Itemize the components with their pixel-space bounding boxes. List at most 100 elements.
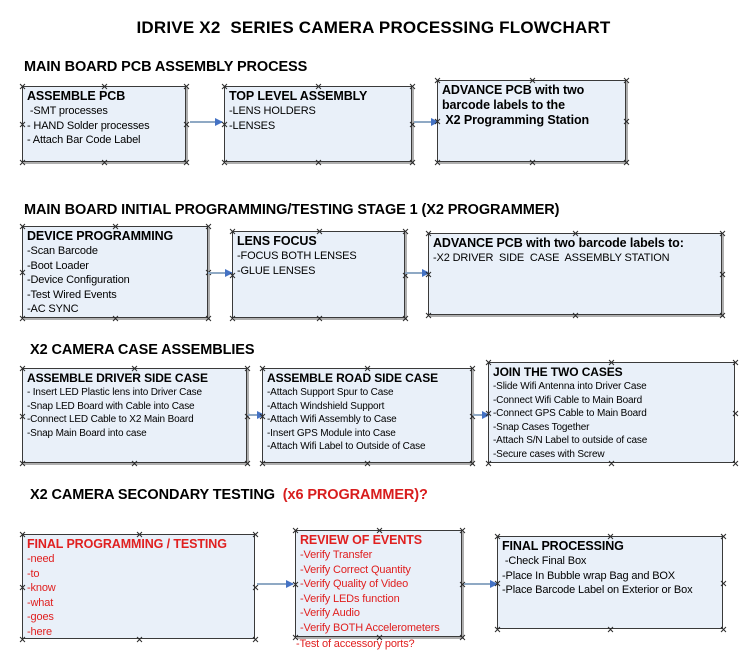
node-join-the-two-cases[interactable]: JOIN THE TWO CASES -Slide Wifi Antenna i… (488, 362, 735, 463)
section-heading-4-suffix: (x6 PROGRAMMER)? (282, 487, 428, 503)
node-line: -what (27, 596, 54, 609)
selection-handle[interactable] (252, 531, 259, 538)
selection-handle[interactable] (469, 365, 476, 372)
selection-handle[interactable] (623, 159, 630, 166)
selection-handle[interactable] (259, 365, 266, 372)
connector-arrow (464, 580, 498, 588)
selection-handle[interactable] (316, 315, 323, 322)
selection-handle[interactable] (19, 636, 26, 643)
node-advance-pcb-driver-side-case[interactable]: ADVANCE PCB with two barcode labels to: … (428, 233, 722, 315)
node-review-of-events[interactable]: REVIEW OF EVENTS -Verify Transfer -Verif… (292, 527, 462, 650)
selection-handle[interactable] (244, 460, 251, 467)
selection-handle[interactable] (364, 460, 371, 467)
selection-handle[interactable] (19, 269, 26, 276)
selection-handle[interactable] (529, 159, 536, 166)
selection-handle[interactable] (623, 118, 630, 125)
node-title: TOP LEVEL ASSEMBLY (229, 89, 368, 103)
selection-handle[interactable] (229, 315, 236, 322)
node-line: -Verify LEDs function (300, 592, 400, 605)
node-final-processing[interactable]: FINAL PROCESSING -Check Final Box -Place… (497, 536, 723, 629)
selection-handle[interactable] (252, 636, 259, 643)
node-line: -Snap Main Board into case (27, 427, 147, 439)
node-final-programming-testing[interactable]: FINAL PROGRAMMING / TESTING -need -to -k… (22, 534, 255, 639)
selection-handle[interactable] (425, 230, 432, 237)
section-heading-2: MAIN BOARD INITIAL PROGRAMMING/TESTING S… (24, 202, 560, 218)
selection-handle[interactable] (572, 312, 579, 319)
selection-handle[interactable] (434, 77, 441, 84)
selection-handle[interactable] (720, 626, 727, 633)
selection-handle[interactable] (221, 83, 228, 90)
selection-handle[interactable] (402, 228, 409, 235)
selection-handle[interactable] (131, 460, 138, 467)
node-line: -Scan Barcode (27, 245, 98, 257)
selection-handle[interactable] (719, 271, 726, 278)
selection-handle[interactable] (623, 77, 630, 84)
selection-handle[interactable] (719, 312, 726, 319)
node-line: -Test Wired Events (27, 288, 117, 301)
selection-handle[interactable] (183, 159, 190, 166)
selection-handle[interactable] (608, 460, 615, 467)
selection-handle[interactable] (205, 223, 212, 230)
selection-handle[interactable] (205, 315, 212, 322)
selection-handle[interactable] (292, 527, 299, 534)
section-heading-3: X2 CAMERA CASE ASSEMBLIES (30, 342, 255, 358)
selection-handle[interactable] (459, 634, 466, 641)
selection-handle[interactable] (409, 83, 416, 90)
selection-handle[interactable] (259, 460, 266, 467)
node-line: -here (27, 625, 52, 638)
selection-handle[interactable] (459, 527, 466, 534)
node-line: -Attach Windshield Support (267, 400, 385, 412)
selection-handle[interactable] (409, 159, 416, 166)
selection-handle[interactable] (732, 359, 739, 366)
selection-handle[interactable] (101, 159, 108, 166)
node-title: REVIEW OF EVENTS (300, 533, 423, 547)
selection-handle[interactable] (183, 121, 190, 128)
node-assemble-pcb[interactable]: ASSEMBLE PCB -SMT processes - HAND Solde… (22, 86, 186, 162)
node-line: barcode labels to the (442, 98, 565, 112)
node-line: -Verify Correct Quantity (300, 563, 411, 576)
node-line: -Verify BOTH Accelerometers (300, 621, 440, 634)
selection-handle[interactable] (244, 365, 251, 372)
node-assemble-driver-side-case[interactable]: ASSEMBLE DRIVER SIDE CASE - Insert LED P… (22, 368, 247, 463)
selection-handle[interactable] (19, 531, 26, 538)
selection-handle[interactable] (720, 580, 727, 587)
node-line: -Verify Audio (300, 607, 360, 619)
selection-handle[interactable] (315, 159, 322, 166)
selection-handle[interactable] (469, 460, 476, 467)
selection-handle[interactable] (252, 584, 259, 591)
selection-handle[interactable] (494, 533, 501, 540)
selection-handle[interactable] (732, 460, 739, 467)
selection-handle[interactable] (19, 584, 26, 591)
selection-handle[interactable] (221, 159, 228, 166)
selection-handle[interactable] (19, 223, 26, 230)
node-title: DEVICE PROGRAMMING (27, 229, 174, 243)
selection-handle[interactable] (402, 315, 409, 322)
node-lens-focus[interactable]: LENS FOCUS -FOCUS BOTH LENSES -GLUE LENS… (232, 231, 405, 318)
selection-handle[interactable] (425, 312, 432, 319)
selection-handle[interactable] (229, 228, 236, 235)
selection-handle[interactable] (19, 83, 26, 90)
selection-handle[interactable] (485, 460, 492, 467)
node-line: -need (27, 553, 55, 565)
selection-handle[interactable] (19, 159, 26, 166)
node-line: -Device Configuration (27, 274, 130, 286)
node-assemble-road-side-case[interactable]: ASSEMBLE ROAD SIDE CASE -Attach Support … (262, 368, 472, 463)
selection-handle[interactable] (19, 121, 26, 128)
node-title: ADVANCE PCB with two (442, 83, 585, 97)
node-device-programming[interactable]: DEVICE PROGRAMMING -Scan Barcode -Boot L… (22, 226, 208, 318)
node-top-level-assembly[interactable]: TOP LEVEL ASSEMBLY -LENS HOLDERS -LENSES (224, 86, 412, 162)
selection-handle[interactable] (19, 413, 26, 420)
selection-handle[interactable] (494, 626, 501, 633)
node-advance-pcb-programming-station[interactable]: ADVANCE PCB with two barcode labels to t… (437, 80, 626, 162)
selection-handle[interactable] (183, 83, 190, 90)
selection-handle[interactable] (719, 230, 726, 237)
selection-handle[interactable] (607, 626, 614, 633)
selection-handle[interactable] (720, 533, 727, 540)
selection-handle[interactable] (732, 410, 739, 417)
selection-handle[interactable] (19, 315, 26, 322)
selection-handle[interactable] (434, 159, 441, 166)
selection-handle[interactable] (19, 460, 26, 467)
selection-handle[interactable] (19, 365, 26, 372)
selection-handle[interactable] (485, 359, 492, 366)
